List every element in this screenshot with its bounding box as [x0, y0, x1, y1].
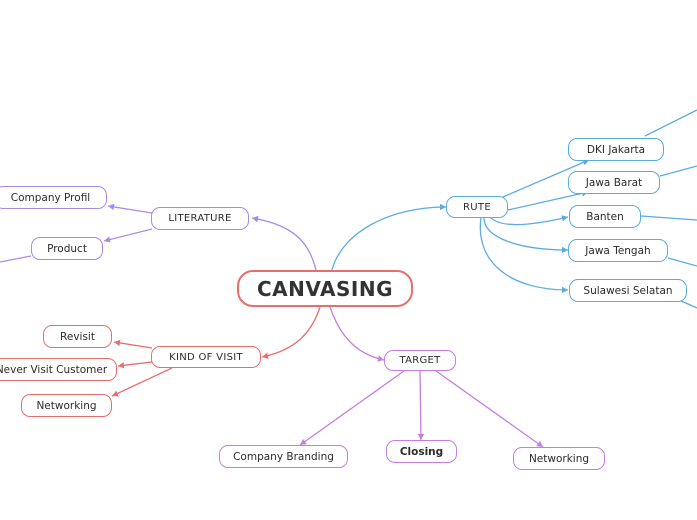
link-central-visit	[261, 306, 321, 358]
link-jawa-tengah-offscreen	[667, 257, 697, 267]
branch-kind-of-visit[interactable]: KIND OF VISIT	[151, 346, 261, 368]
node-revisit[interactable]: Revisit	[43, 325, 112, 348]
arrow-rute-jawa-tengah	[561, 246, 568, 254]
link-rute-jawa-tengah	[483, 217, 569, 251]
link-product-offscreen	[0, 255, 32, 263]
link-rute-dki-jakarta	[502, 159, 590, 198]
branch-target[interactable]: TARGET	[384, 350, 456, 371]
arrow-central-target	[377, 355, 384, 362]
link-rute-sulawesi-selatan	[479, 217, 569, 291]
link-literature-company-profil	[107, 205, 153, 214]
node-networking-target[interactable]: Networking	[513, 447, 605, 470]
arrow-central-literature	[252, 215, 259, 223]
link-central-literature	[251, 217, 317, 271]
arrow-target-networking	[536, 440, 543, 447]
link-dki-offscreen	[644, 109, 697, 137]
arrow-visit-revisit	[114, 339, 121, 347]
link-target-closing	[419, 370, 422, 441]
arrow-rute-sulawesi-selatan	[561, 286, 568, 294]
node-banten[interactable]: Banten	[569, 205, 641, 228]
branch-literature[interactable]: LITERATURE	[151, 207, 249, 230]
link-central-target	[329, 306, 385, 361]
link-literature-product	[103, 228, 153, 242]
node-never-visit-customer[interactable]: Never Visit Customer	[0, 358, 117, 381]
central-topic[interactable]: CANVASING	[237, 270, 413, 307]
link-rute-banten	[489, 216, 569, 226]
arrow-literature-company-profil	[108, 203, 115, 211]
link-banten-offscreen	[640, 215, 697, 221]
link-visit-networking	[111, 367, 173, 397]
node-networking-visit[interactable]: Networking	[21, 394, 112, 417]
branch-rute[interactable]: RUTE	[446, 196, 508, 218]
arrow-central-rute	[439, 203, 446, 211]
arrow-literature-product	[104, 236, 111, 243]
arrow-visit-networking	[112, 390, 119, 397]
arrow-rute-banten	[561, 215, 568, 222]
arrow-target-company-branding	[300, 438, 307, 445]
node-dki-jakarta[interactable]: DKI Jakarta	[568, 138, 664, 161]
node-product[interactable]: Product	[31, 237, 103, 260]
link-central-rute	[331, 206, 447, 271]
node-closing[interactable]: Closing	[386, 440, 457, 463]
link-target-company-branding	[299, 370, 405, 446]
link-jawa-barat-offscreen	[659, 165, 697, 177]
arrow-visit-never-visit	[118, 362, 125, 369]
node-company-profil[interactable]: Company Profil	[0, 186, 107, 209]
arrow-central-visit	[262, 352, 269, 359]
node-company-branding[interactable]: Company Branding	[219, 445, 348, 468]
arrow-target-closing	[417, 433, 425, 440]
link-visit-revisit	[113, 341, 153, 349]
link-rute-jawa-barat	[507, 191, 589, 211]
link-sulawesi-offscreen	[678, 299, 697, 309]
node-jawa-tengah[interactable]: Jawa Tengah	[568, 239, 668, 262]
link-target-networking	[435, 370, 544, 448]
node-sulawesi-selatan[interactable]: Sulawesi Selatan	[569, 279, 687, 302]
node-jawa-barat[interactable]: Jawa Barat	[568, 171, 660, 194]
